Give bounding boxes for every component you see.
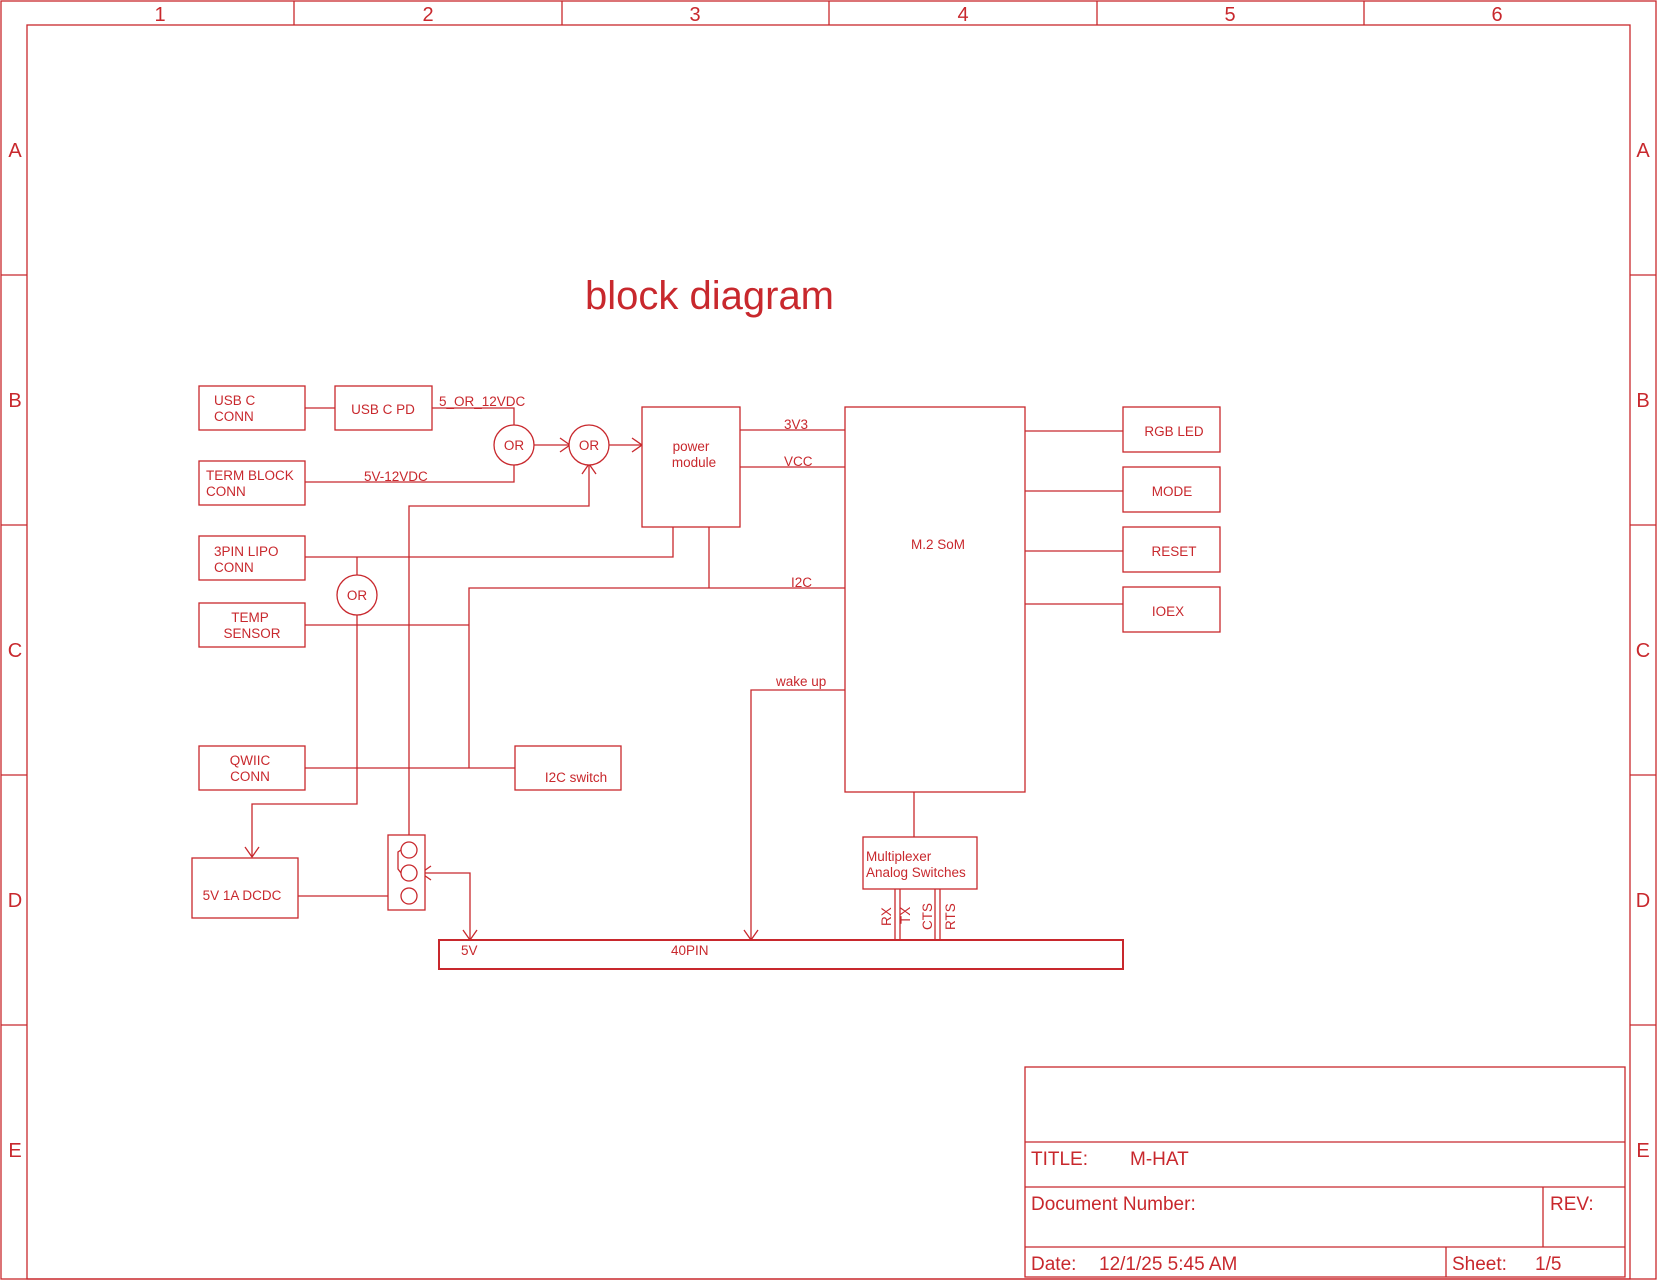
block-m2-som: M.2 SoM <box>844 406 1026 793</box>
block-i2c-switch: I2C switch <box>514 745 622 791</box>
svg-text:RGB LED: RGB LED <box>1144 424 1204 439</box>
frame-column-4: 4 <box>957 4 968 26</box>
frame-row-e-left: E <box>8 1140 21 1162</box>
date-label: Date: <box>1031 1254 1076 1275</box>
rev-label: REV: <box>1550 1194 1594 1215</box>
block-term-block-conn: TERM BLOCK CONN <box>198 460 306 506</box>
block-qwiic-conn: QWIIC CONN <box>198 745 306 791</box>
svg-text:3PIN LIPO: 3PIN LIPO <box>214 544 279 559</box>
svg-text:USB C PD: USB C PD <box>351 402 415 417</box>
document-number-label: Document Number: <box>1031 1194 1196 1215</box>
block-rgb-led: RGB LED <box>1122 406 1221 453</box>
or-gate-3: OR <box>336 574 378 616</box>
svg-text:TERM BLOCK: TERM BLOCK <box>206 468 294 483</box>
frame-row-a-left: A <box>8 140 22 162</box>
frame-row-a-right: A <box>1636 140 1650 162</box>
frame-row-d-left: D <box>8 890 22 912</box>
net-label-5v-12vdc: 5V-12VDC <box>364 469 428 484</box>
or-gate-1: OR <box>493 424 535 466</box>
frame-row-b-left: B <box>8 390 21 412</box>
block-40pin-header: 40PIN 5V <box>438 939 1124 970</box>
net-label-rx: RX <box>879 907 894 926</box>
net-label-5v: 5V <box>461 943 478 958</box>
net-label-wake-up: wake up <box>775 674 826 689</box>
sheet-label: Sheet: <box>1452 1254 1507 1275</box>
svg-text:OR: OR <box>347 588 368 603</box>
frame-column-2: 2 <box>422 4 433 26</box>
frame-column-5: 5 <box>1224 4 1235 26</box>
title-label: TITLE: <box>1031 1149 1088 1170</box>
svg-text:OR: OR <box>579 438 600 453</box>
block-3pin-lipo-conn: 3PIN LIPO CONN <box>198 535 306 581</box>
block-usb-c-conn: USB C CONN <box>198 385 306 431</box>
or-gate-2: OR <box>568 424 610 466</box>
net-label-vcc: VCC <box>784 454 813 469</box>
sheet-value: 1/5 <box>1535 1254 1561 1275</box>
title-value: M-HAT <box>1130 1149 1189 1170</box>
net-label-i2c: I2C <box>791 575 812 590</box>
svg-text:RESET: RESET <box>1151 544 1196 559</box>
frame-column-6: 6 <box>1491 4 1502 26</box>
power-select-jumper-icon <box>387 834 426 911</box>
block-5v-1a-dcdc: 5V 1A DCDC <box>191 857 299 919</box>
frame-row-e-right: E <box>1636 1140 1649 1162</box>
block-multiplexer: Multiplexer Analog Switches <box>862 836 978 890</box>
frame-column-1: 1 <box>154 4 165 26</box>
net-label-rts: RTS <box>943 903 958 930</box>
net-label-cts: CTS <box>920 903 935 930</box>
svg-text:M.2 SoM: M.2 SoM <box>911 537 965 552</box>
block-power-module: power module <box>641 406 741 528</box>
svg-text:CONN: CONN <box>230 769 270 784</box>
block-usb-c-pd: USB C PD <box>334 385 433 431</box>
date-value: 12/1/25 5:45 AM <box>1099 1254 1237 1275</box>
svg-text:Multiplexer: Multiplexer <box>866 849 932 864</box>
net-label-tx: TX <box>898 907 913 924</box>
svg-text:I2C switch: I2C switch <box>545 770 607 785</box>
svg-text:CONN: CONN <box>214 560 254 575</box>
svg-text:SENSOR: SENSOR <box>223 626 280 641</box>
svg-text:Analog Switches: Analog Switches <box>866 865 966 880</box>
block-reset: RESET <box>1122 526 1221 573</box>
frame-row-c-right: C <box>1636 640 1650 662</box>
svg-text:40PIN: 40PIN <box>671 943 709 958</box>
block-temp-sensor: TEMP SENSOR <box>198 602 306 648</box>
svg-text:module: module <box>672 455 716 470</box>
svg-text:5V 1A DCDC: 5V 1A DCDC <box>203 888 282 903</box>
block-ioex: IOEX <box>1122 586 1221 633</box>
svg-text:CONN: CONN <box>206 484 246 499</box>
svg-text:power: power <box>673 439 710 454</box>
frame-row-b-right: B <box>1636 390 1649 412</box>
frame-row-c-left: C <box>8 640 22 662</box>
svg-text:QWIIC: QWIIC <box>230 753 271 768</box>
svg-text:USB C: USB C <box>214 393 256 408</box>
svg-text:MODE: MODE <box>1152 484 1193 499</box>
net-label-5-or-12vdc: 5_OR_12VDC <box>439 394 526 409</box>
net-label-3v3: 3V3 <box>784 417 808 432</box>
title-block: TITLE: M-HAT Document Number: REV: Date:… <box>1024 1066 1626 1278</box>
svg-text:OR: OR <box>504 438 525 453</box>
svg-text:IOEX: IOEX <box>1152 604 1184 619</box>
block-mode: MODE <box>1122 466 1221 513</box>
svg-text:CONN: CONN <box>214 409 254 424</box>
svg-text:TEMP: TEMP <box>231 610 269 625</box>
diagram-title: block diagram <box>585 274 834 318</box>
frame-row-d-right: D <box>1636 890 1650 912</box>
frame-column-3: 3 <box>689 4 700 26</box>
